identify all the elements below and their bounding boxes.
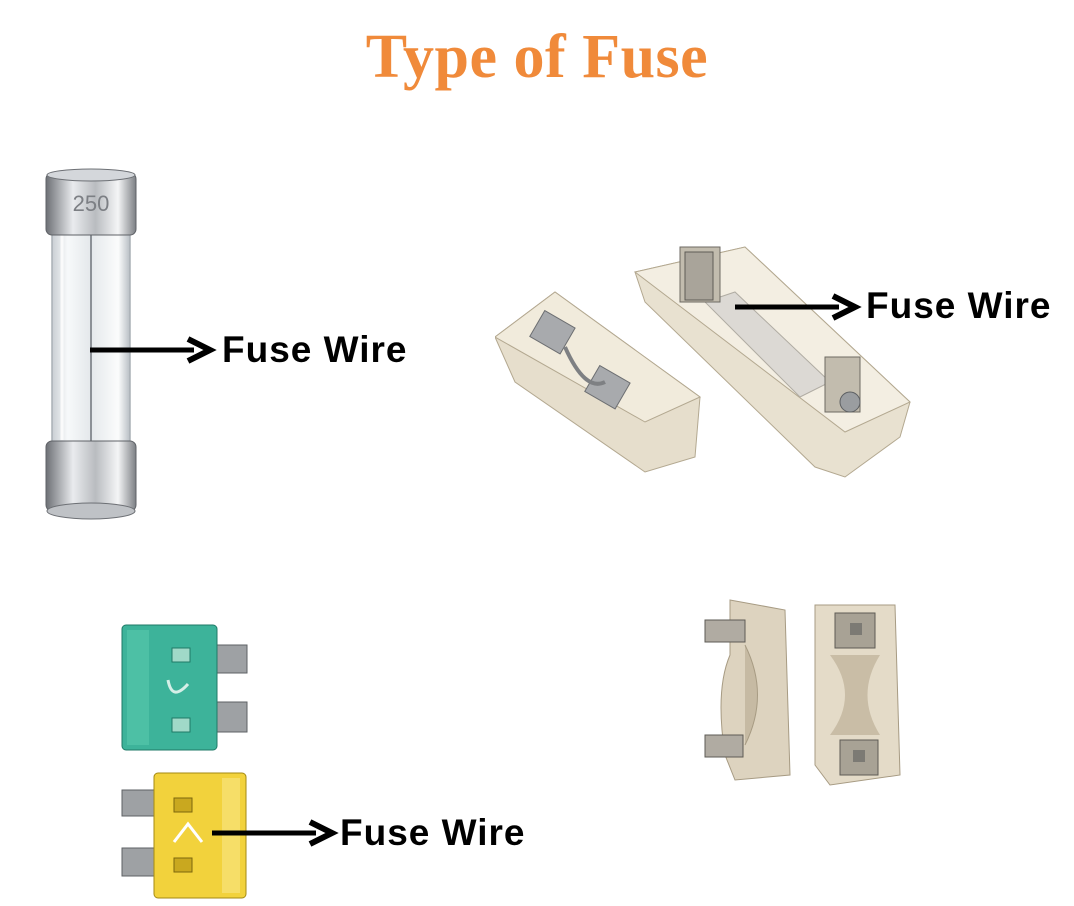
fuse-wire-label: Fuse Wire — [866, 285, 1052, 326]
fuse-wire-label: Fuse Wire — [340, 812, 526, 853]
arrow-right-icon — [90, 336, 217, 364]
glass-cartridge-fuse-icon: 250 — [45, 168, 137, 520]
fuse-wire-label: Fuse Wire — [222, 329, 408, 370]
rewirable-fuse-icon — [495, 246, 911, 478]
page-title: Type of Fuse — [365, 23, 709, 91]
arrow-right-icon — [735, 293, 862, 321]
fuse-holder-icon — [704, 599, 901, 786]
arrow-right-icon — [212, 819, 339, 847]
cartridge-marking: 250 — [73, 191, 110, 216]
blade-fuse-icon — [121, 624, 248, 899]
